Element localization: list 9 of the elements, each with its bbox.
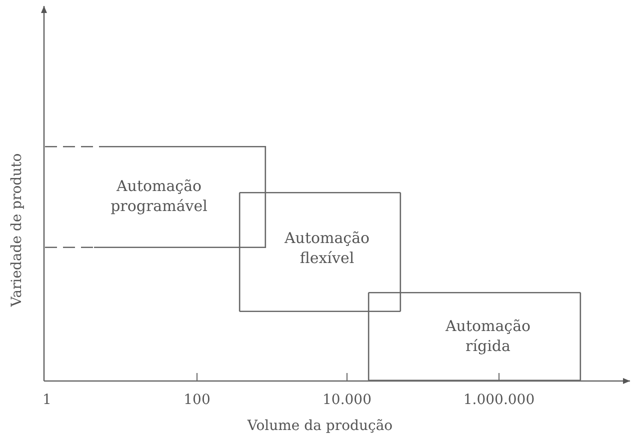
axis-title: Volume da produção [247, 418, 393, 434]
region-label: Automação flexível [283, 228, 371, 268]
region-label: Automação rígida [444, 316, 532, 356]
region-label: Automação programável [110, 176, 208, 216]
axis-title: Variedade de produto [9, 153, 25, 307]
tick-label: 1.000.000 [463, 392, 535, 408]
tick-label: 1 [42, 392, 52, 408]
tick-label: 100 [184, 392, 210, 408]
tick-label: 10.000 [322, 392, 372, 408]
